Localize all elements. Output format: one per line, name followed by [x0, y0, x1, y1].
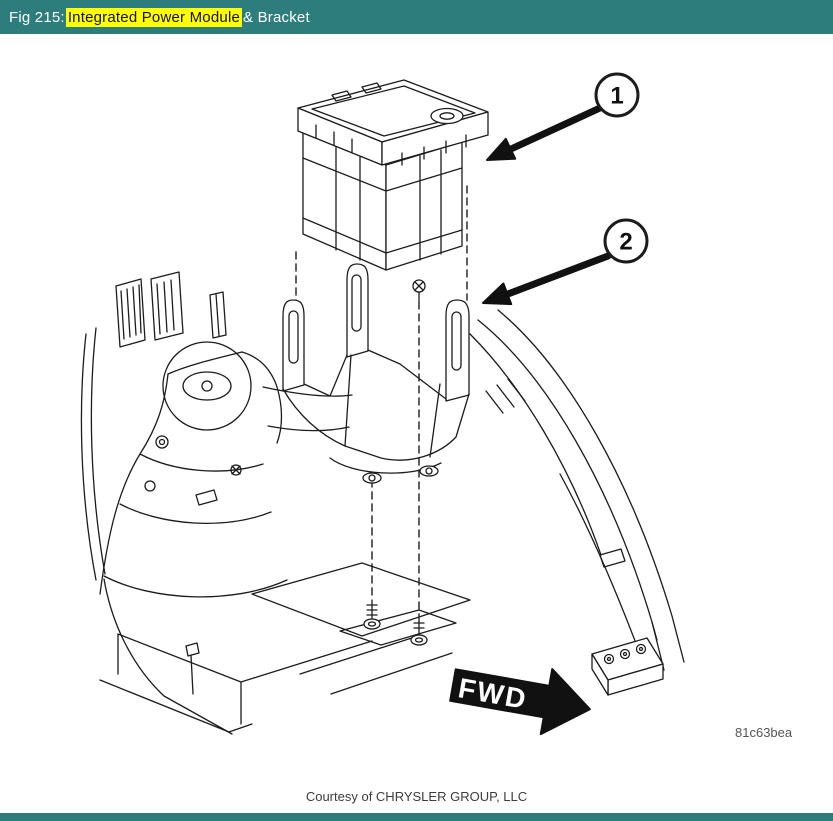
- retaining-screw-icon: [412, 279, 426, 302]
- courtesy-line: Courtesy of CHRYSLER GROUP, LLC: [305, 788, 528, 804]
- integrated-power-module: [297, 79, 489, 271]
- diagram-canvas: 1 2 FWD 81c63bea: [0, 34, 833, 779]
- figure-diagram: 1 2 FWD 81c63bea: [80, 72, 793, 740]
- fwd-arrow-icon: FWD: [449, 668, 591, 736]
- figure-title-bar: Fig 215: Integrated Power Module & Brack…: [0, 0, 833, 34]
- callout-2-number: 2: [619, 229, 632, 256]
- fwd-label: FWD: [456, 672, 530, 715]
- callout-1-circle: [594, 72, 640, 118]
- mounting-bolts: [339, 599, 457, 646]
- pulley-icon: [162, 341, 252, 431]
- callout-2: 2: [482, 218, 649, 306]
- highlighted-term: Integrated Power Module: [65, 7, 243, 27]
- figure-label: Fig 215:: [9, 8, 65, 26]
- callout-1-number: 1: [610, 83, 623, 110]
- mounting-bracket: [282, 263, 470, 484]
- bottom-accent-bar: [0, 813, 833, 821]
- figure-title-suffix: & Bracket: [243, 8, 310, 26]
- callout-2-arrow: [504, 252, 612, 298]
- fender-art: [469, 309, 685, 696]
- alignment-dashed-lines: [295, 185, 468, 617]
- callout-1-arrow: [507, 104, 604, 153]
- callout-1: 1: [486, 72, 640, 161]
- engine-bay-art: [80, 271, 471, 735]
- drawing-code: 81c63bea: [735, 725, 793, 740]
- callout-2-circle: [603, 218, 649, 264]
